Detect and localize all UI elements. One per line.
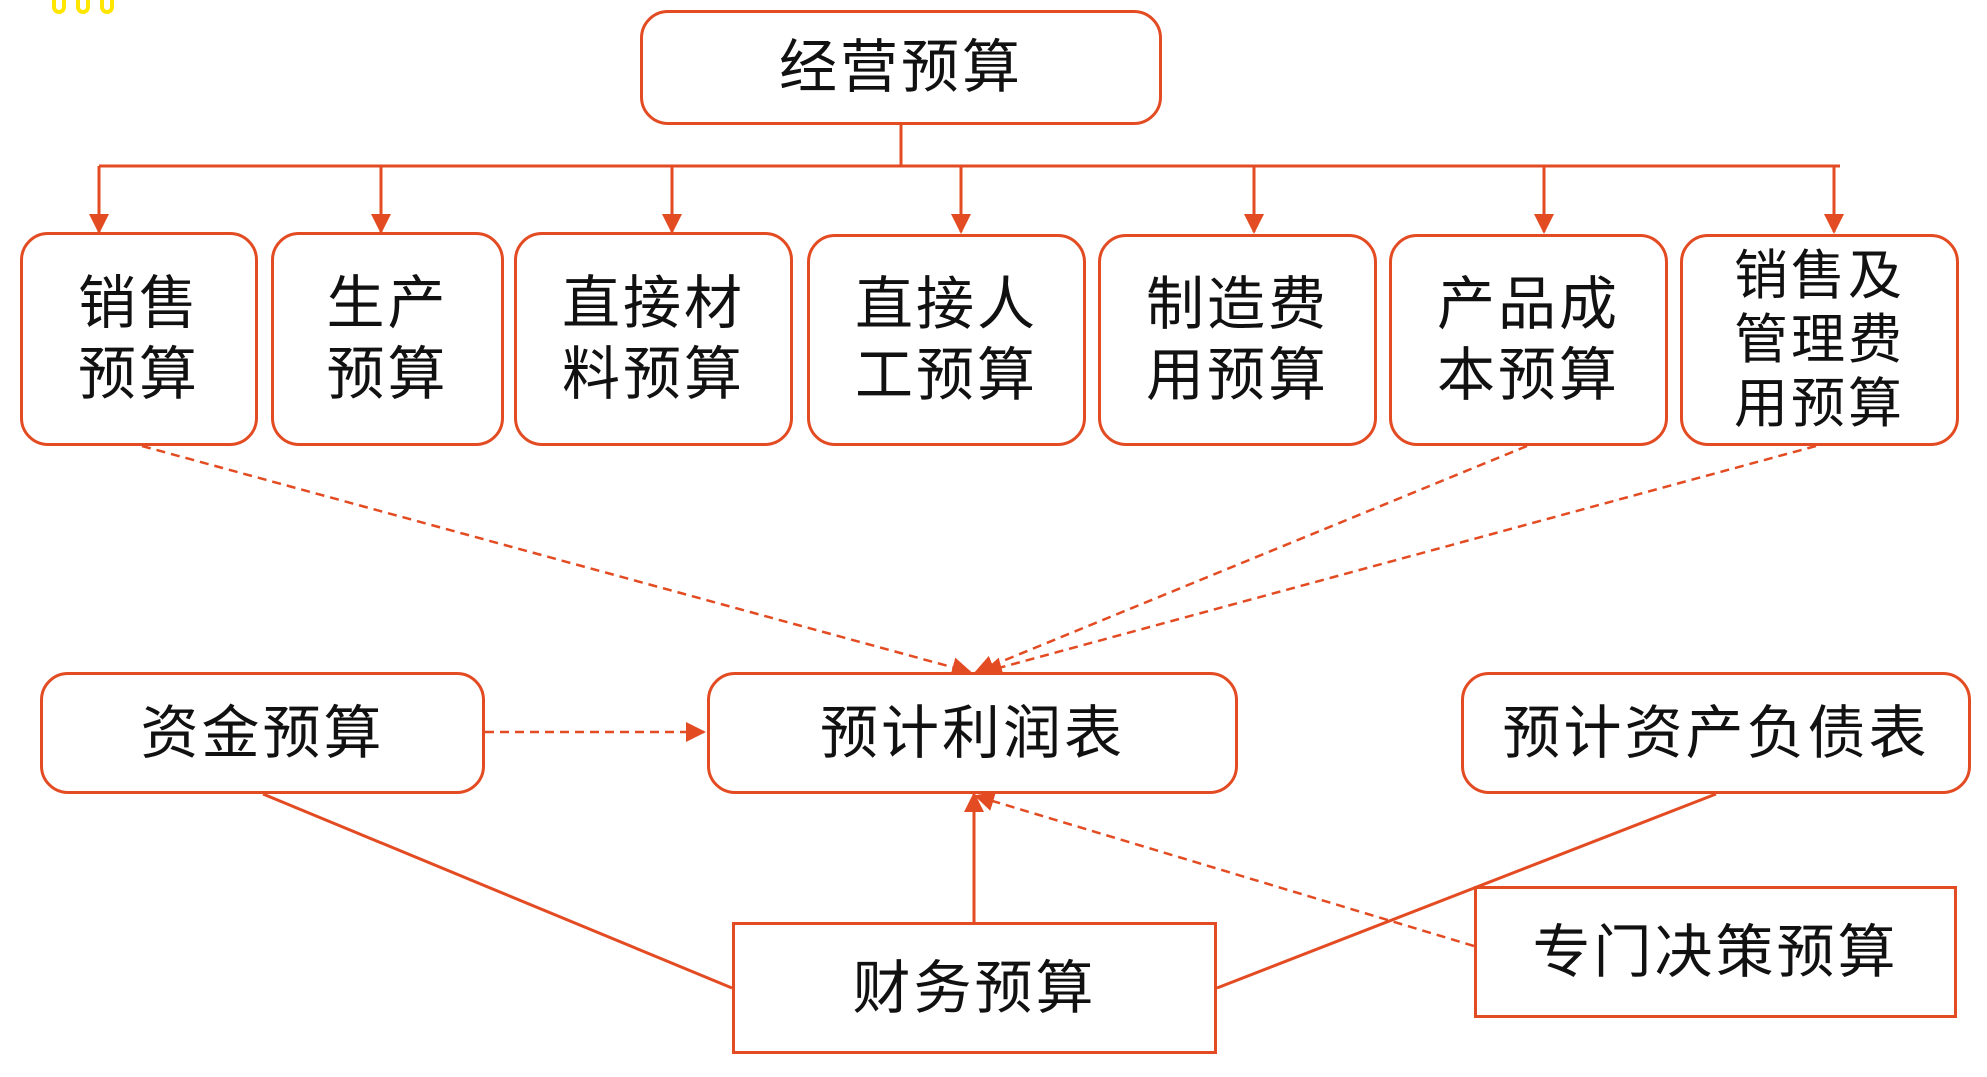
cash-budget-box: 资金预算 bbox=[40, 672, 485, 794]
dashed-arrow-product-cost-to-income bbox=[974, 444, 1528, 675]
dashed-arrow-sales-to-income bbox=[141, 444, 972, 677]
special-decision-budget-box: 专门决策预算 bbox=[1474, 886, 1957, 1018]
line-cash-to-financial bbox=[262, 792, 733, 990]
dashed-arrow-special-to-income bbox=[974, 791, 1475, 948]
dashed-arrow-selling-admin-to-income bbox=[982, 444, 1817, 677]
operating-budget-box: 经营预算 bbox=[640, 10, 1162, 125]
manufacturing-overhead-budget-box: 制造费 用预算 bbox=[1098, 234, 1377, 446]
financial-budget-box: 财务预算 bbox=[732, 922, 1217, 1054]
sales-budget-box: 销售 预算 bbox=[20, 232, 258, 446]
corner-marker bbox=[52, 0, 114, 14]
projected-income-statement-box: 预计利润表 bbox=[707, 672, 1238, 794]
projected-balance-sheet-box: 预计资产负债表 bbox=[1461, 672, 1971, 794]
direct-labor-budget-box: 直接人 工预算 bbox=[807, 234, 1086, 446]
line-financial-to-balance-sheet bbox=[1216, 792, 1717, 990]
selling-admin-expense-budget-box: 销售及 管理费 用预算 bbox=[1680, 234, 1959, 446]
direct-materials-budget-box: 直接材 料预算 bbox=[514, 232, 793, 446]
production-budget-box: 生产 预算 bbox=[271, 232, 504, 446]
product-cost-budget-box: 产品成 本预算 bbox=[1389, 234, 1668, 446]
